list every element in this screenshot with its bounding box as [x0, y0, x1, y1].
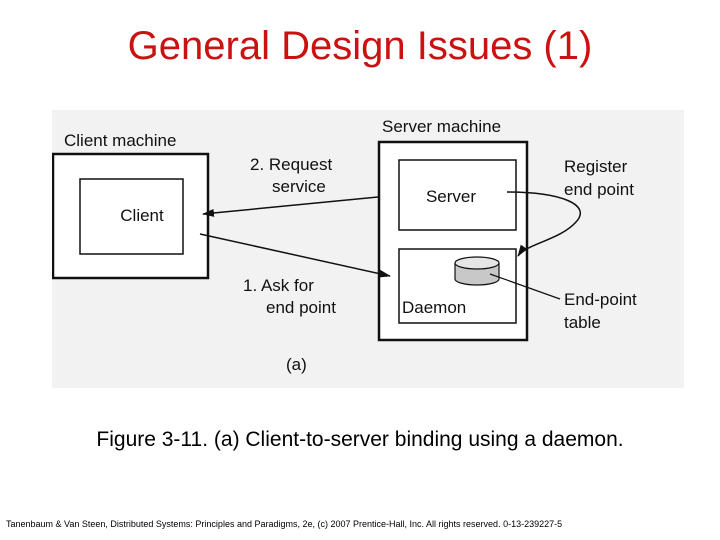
server-label: Server — [426, 187, 476, 206]
request-service-arrow — [202, 196, 379, 217]
server-box — [398, 159, 517, 231]
ask-endpoint-label-line1: 1. Ask for — [243, 276, 314, 295]
endpoint-table-disk-icon — [454, 256, 500, 286]
ask-endpoint-label-line2: end point — [266, 298, 336, 317]
binding-diagram: Client machine Client Server machine Ser… — [52, 110, 684, 388]
register-endpoint-arrow — [506, 191, 582, 257]
daemon-label: Daemon — [402, 298, 466, 317]
register-label-line2: end point — [564, 180, 634, 199]
request-service-label-line2: service — [272, 177, 326, 196]
client-box — [79, 178, 184, 255]
endpoint-table-pointer — [489, 273, 561, 300]
client-machine-label: Client machine — [64, 131, 176, 150]
copyright-footer: Tanenbaum & Van Steen, Distributed Syste… — [6, 519, 563, 529]
register-label-line1: Register — [564, 157, 628, 176]
server-machine-label: Server machine — [382, 117, 501, 136]
slide-title: General Design Issues (1) — [127, 24, 593, 68]
figure-caption: Figure 3-11. (a) Client-to-server bindin… — [96, 428, 624, 451]
endpoint-table-label-line2: table — [564, 313, 601, 332]
endpoint-table-label-line1: End-point — [564, 290, 637, 309]
ask-endpoint-arrow — [199, 233, 391, 278]
request-service-label-line1: 2. Request — [250, 155, 332, 174]
client-label: Client — [120, 206, 164, 225]
diagram-svg: Client machine Client Server machine Ser… — [52, 117, 637, 374]
subfigure-label: (a) — [286, 355, 307, 374]
